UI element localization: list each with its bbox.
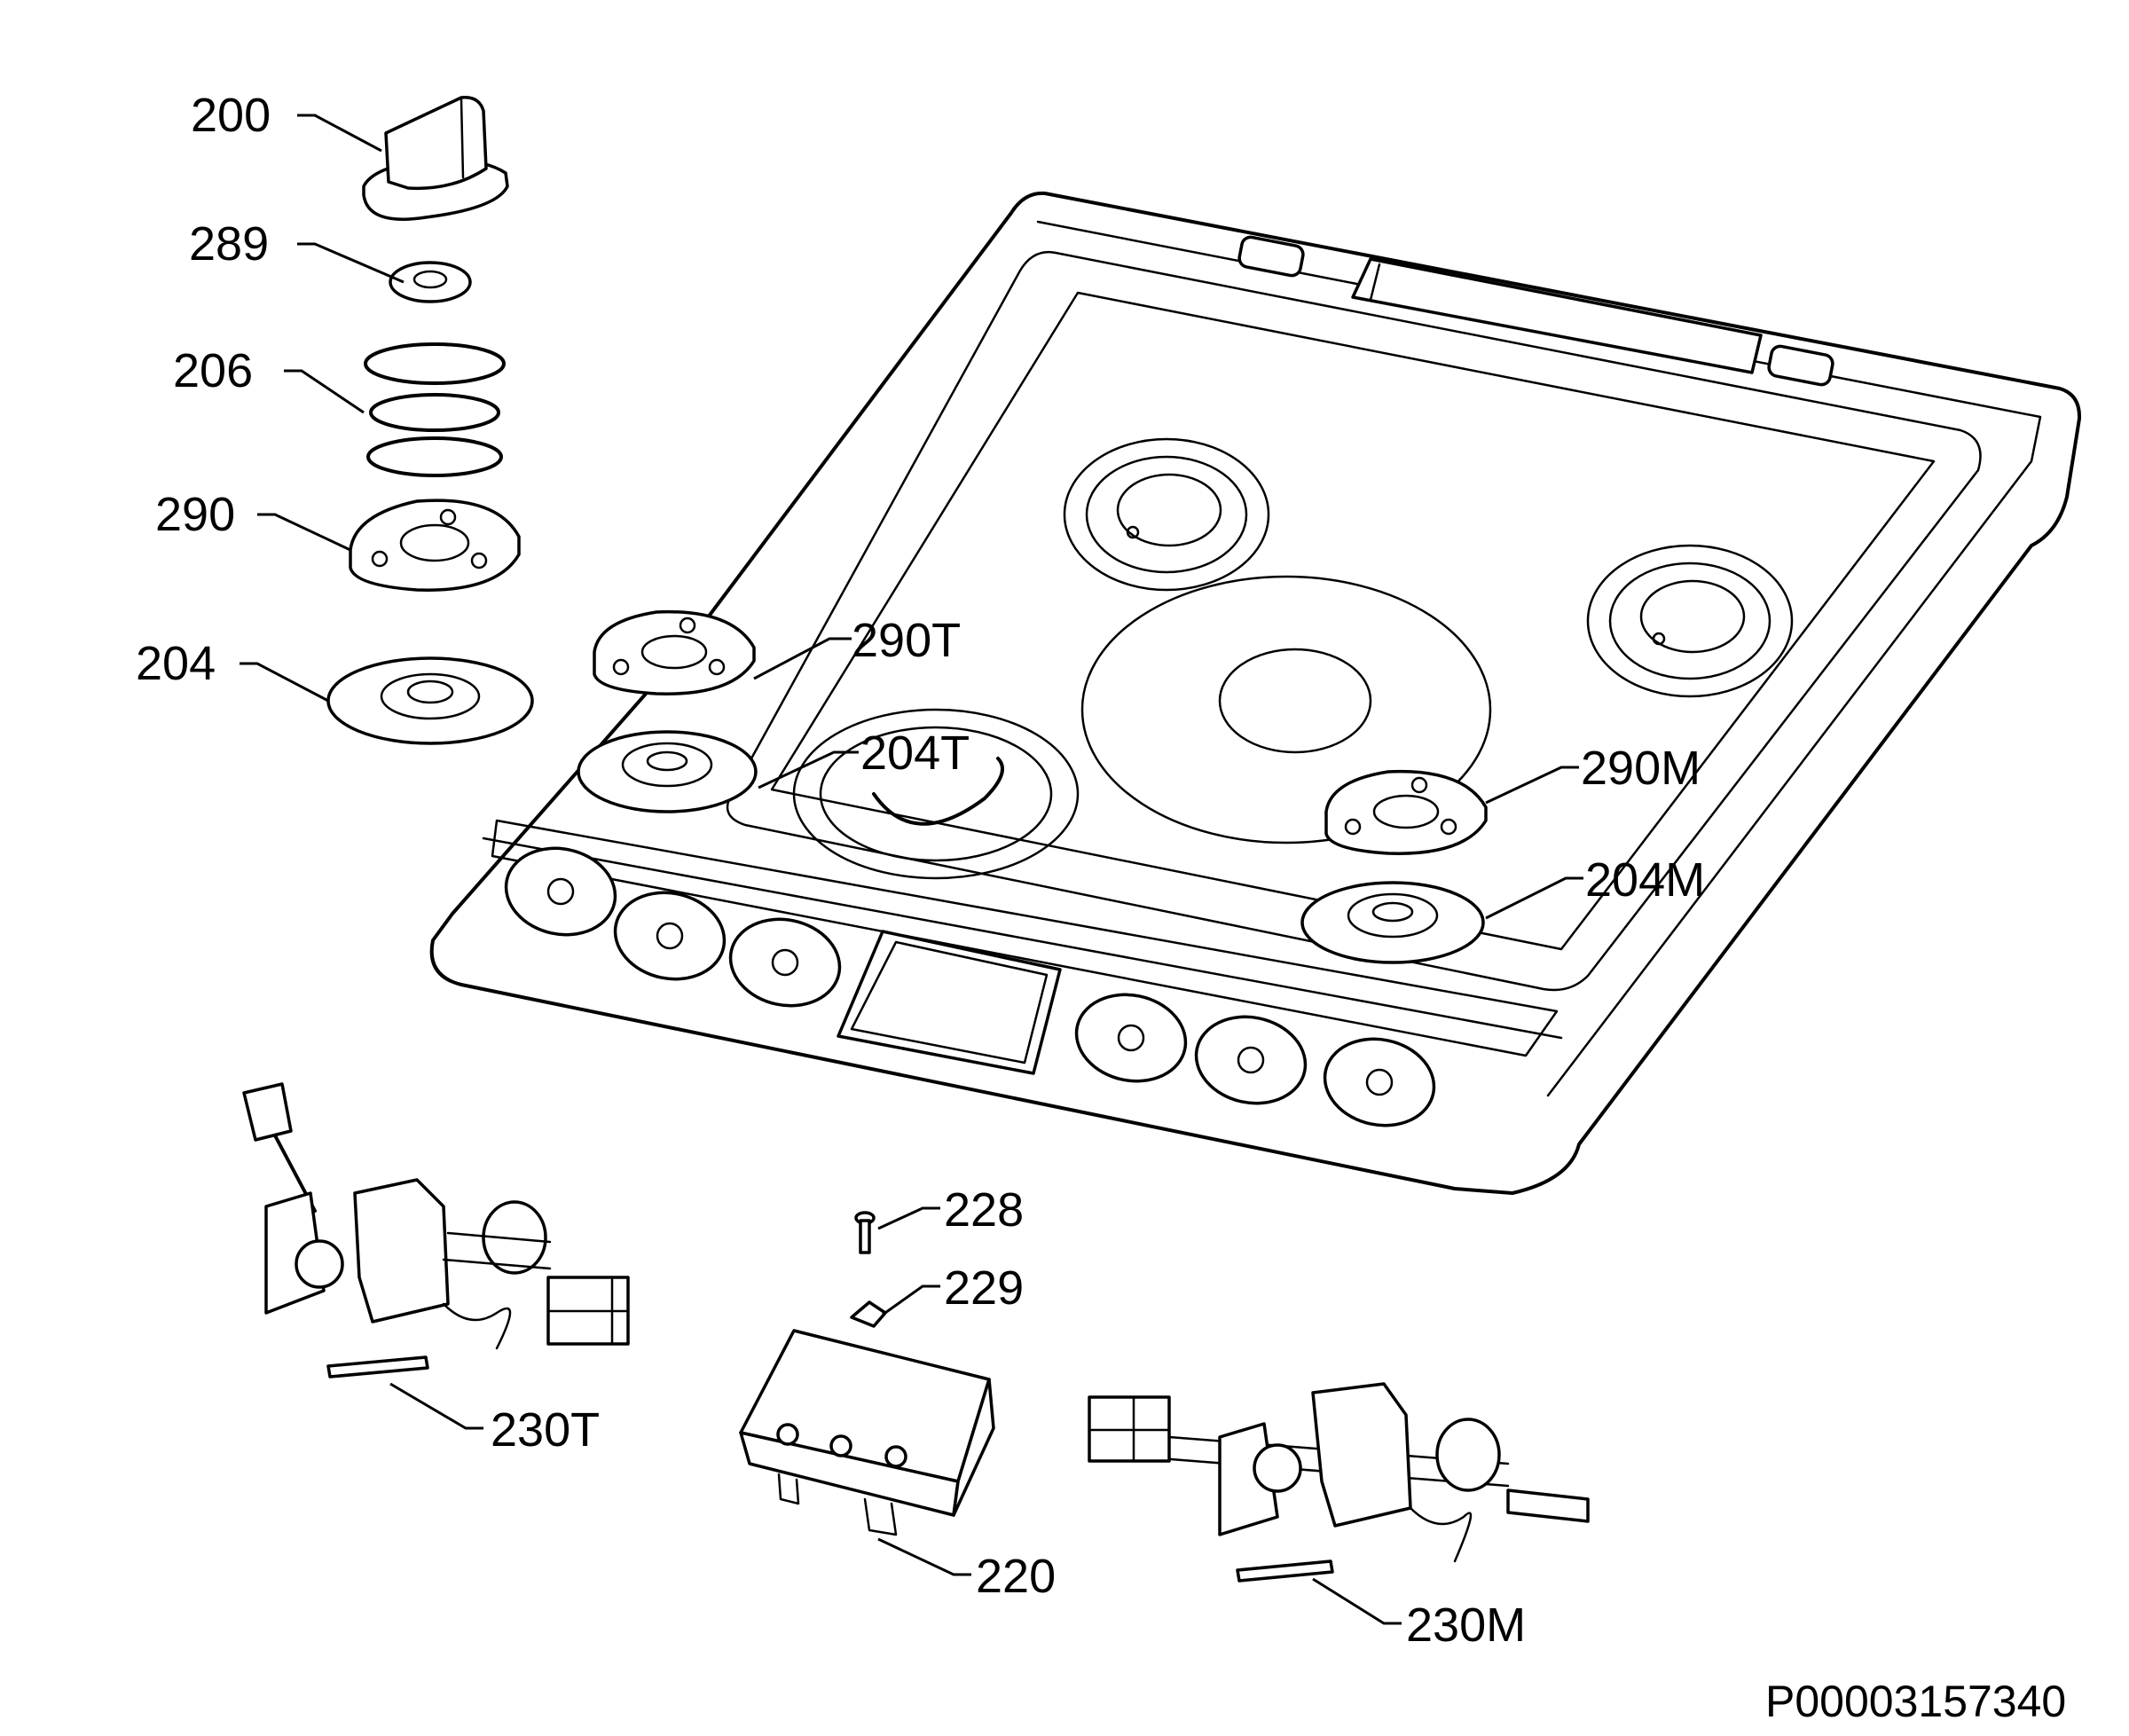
label-204: 204	[136, 637, 216, 690]
screw-228	[854, 1211, 876, 1254]
cup-204M	[1300, 881, 1485, 964]
cup-204T	[577, 730, 758, 813]
leader-lines	[240, 114, 1583, 1625]
control-knob-holes	[504, 846, 1436, 1127]
label-204M: 204M	[1585, 853, 1705, 907]
label-206: 206	[173, 344, 253, 397]
plate-290	[349, 499, 521, 592]
label-204T: 204T	[860, 727, 970, 780]
label-289: 289	[189, 217, 269, 271]
label-220: 220	[976, 1550, 1056, 1603]
plate-290M	[1324, 769, 1488, 855]
hob-top-panel	[429, 191, 2082, 1195]
clip-229	[850, 1300, 887, 1328]
label-229: 229	[944, 1261, 1024, 1315]
ring-289	[389, 261, 472, 303]
knob-200	[362, 96, 509, 221]
rear-right-burner-recess	[1586, 544, 1794, 698]
part-labels: 200 289 206 290 204 290T 204T 290M 204M …	[136, 89, 2066, 1726]
gas-valve-230T	[242, 1082, 630, 1379]
gas-valve-230M	[1088, 1382, 1590, 1583]
label-230T: 230T	[491, 1403, 600, 1457]
spring-206	[364, 342, 506, 477]
label-230M: 230M	[1406, 1599, 1526, 1652]
label-290M: 290M	[1581, 742, 1701, 795]
rear-left-burner-recess	[1063, 437, 1270, 592]
plate-290T	[593, 609, 756, 695]
drawing-code: P00003157340	[1765, 1677, 2066, 1726]
label-200: 200	[191, 89, 271, 142]
label-290T: 290T	[852, 614, 961, 667]
label-228: 228	[944, 1183, 1024, 1237]
center-burner-recess	[1080, 575, 1492, 844]
timer-module-220	[739, 1329, 995, 1536]
cup-204	[326, 656, 534, 745]
front-left-burner-recess	[792, 708, 1080, 880]
label-290: 290	[155, 488, 235, 541]
